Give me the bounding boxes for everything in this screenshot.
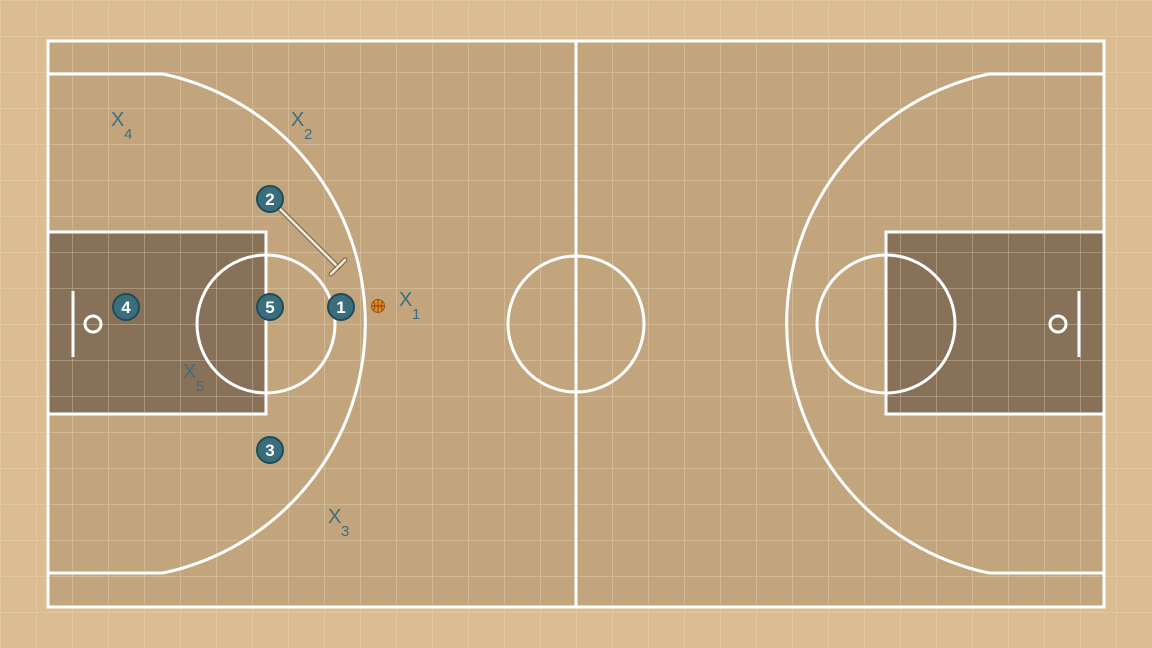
right-hoop [1048, 314, 1068, 334]
offense-player-2[interactable]: 2 [256, 185, 284, 213]
defender-label: X [399, 289, 412, 311]
defender-x4: X 4 [111, 109, 132, 143]
offense-player-icon [256, 436, 284, 464]
left-three-point-arc [162, 72, 367, 575]
player-number: 4 [121, 298, 131, 317]
center-circle [506, 254, 646, 394]
defender-subscript: 3 [341, 523, 349, 540]
player-number: 5 [265, 298, 274, 317]
court-lines [46, 39, 1106, 609]
right-key-lines [884, 230, 1106, 416]
offense-player-icon [112, 293, 140, 321]
defender-x2: X 2 [291, 109, 312, 143]
right-three-point-arc [785, 72, 990, 575]
defender-x1: X 1 [399, 289, 420, 323]
defender-label: X [111, 109, 124, 131]
defender-x3: X 3 [328, 506, 349, 540]
player-number: 2 [265, 190, 274, 209]
defender-x5: X 5 [183, 361, 204, 395]
defender-label: X [291, 109, 304, 131]
defender-label: X [328, 506, 341, 528]
screen-line-icon [267, 196, 348, 277]
defender-subscript: 5 [196, 378, 204, 395]
left-free-throw-circle [195, 253, 337, 395]
offense-player-4[interactable]: 4 [112, 293, 140, 321]
offense-player-1[interactable]: 1 [327, 293, 355, 321]
offense-player-icon [256, 185, 284, 213]
right-free-throw-circle [815, 253, 957, 395]
offense-player-3[interactable]: 3 [256, 436, 284, 464]
defender-subscript: 1 [412, 306, 420, 323]
player-number: 1 [336, 298, 345, 317]
defender-label: X [183, 361, 196, 383]
offense-player-icon [256, 293, 284, 321]
left-hoop [83, 314, 103, 334]
defender-subscript: 4 [124, 126, 132, 143]
defender-subscript: 2 [304, 126, 312, 143]
basketball-icon[interactable] [371, 299, 385, 313]
player-number: 3 [265, 441, 274, 460]
offense-player-icon [327, 293, 355, 321]
left-key-lines [46, 230, 268, 416]
offense-player-5[interactable]: 5 [256, 293, 284, 321]
